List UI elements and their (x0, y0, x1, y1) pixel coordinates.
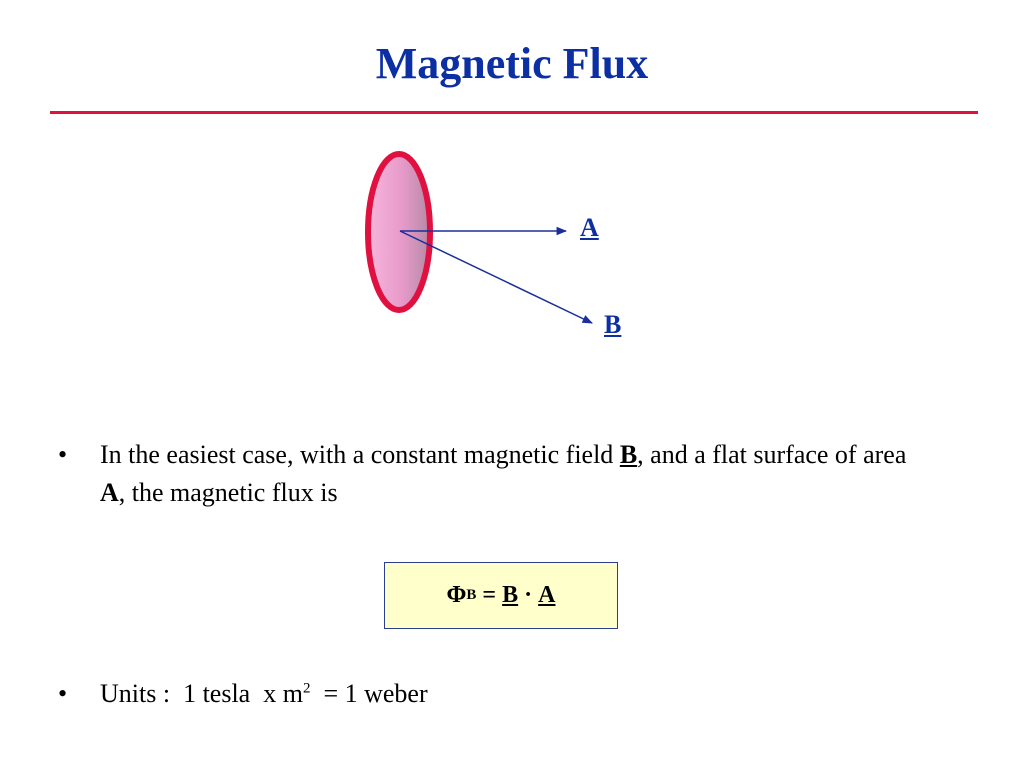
formula-phi: Φ (446, 582, 467, 608)
bullet-text: , the magnetic flux is (118, 478, 338, 507)
bullet-flux-definition: In the easiest case, with a constant mag… (100, 436, 930, 512)
field-vector-label: B (604, 310, 622, 339)
bullet-text: In the easiest case, with a constant mag… (100, 440, 620, 469)
field-vector-arrow (399, 230, 593, 324)
title-divider (50, 111, 978, 114)
units-superscript: 2 (302, 680, 311, 697)
bullet-marker: • (58, 440, 68, 469)
units-result: = 1 weber (310, 679, 428, 708)
flux-diagram (365, 151, 593, 324)
bullet-units: Units : 1 tesla x m2 = 1 weber (100, 675, 930, 713)
area-symbol: A (100, 478, 119, 507)
formula-vector-b: B (502, 582, 519, 608)
bullet-text: , and a flat surface of area (637, 440, 907, 469)
bullet-marker: • (58, 679, 68, 708)
formula-phi-subscript: B (466, 587, 477, 603)
formula-equals: = (476, 582, 503, 608)
formula-dot: · (518, 582, 539, 608)
field-symbol: B (619, 440, 638, 469)
formula-vector-a: A (538, 582, 556, 608)
area-vector-label: A (580, 213, 599, 242)
units-text: Units : 1 tesla x m (100, 679, 303, 708)
page-title: Magnetic Flux (375, 39, 649, 88)
surface-loop (365, 151, 433, 313)
